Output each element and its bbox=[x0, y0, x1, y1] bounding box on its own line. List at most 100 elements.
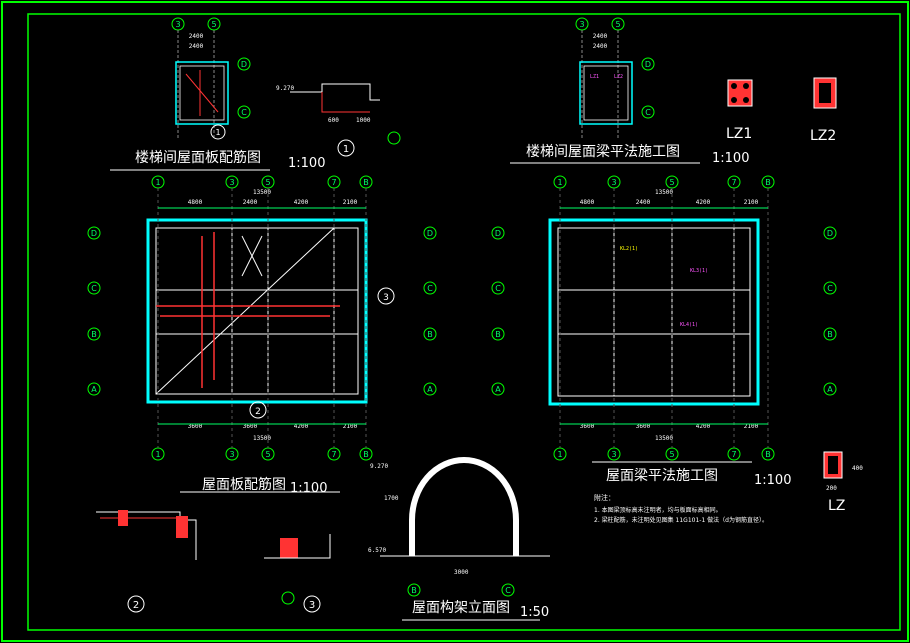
axis-label: C bbox=[241, 108, 247, 117]
axis-bubble bbox=[87, 327, 101, 341]
axis-label: B bbox=[363, 450, 369, 459]
detail-number: 3 bbox=[309, 600, 315, 611]
dim-text: 4200 bbox=[696, 423, 711, 430]
axis-label: D bbox=[91, 229, 97, 238]
axis-label: D bbox=[427, 229, 433, 238]
axis-label: C bbox=[827, 284, 833, 293]
title-stair-slab: 楼梯间屋面板配筋图 bbox=[135, 149, 261, 166]
svg-text:KL2(1): KL2(1) bbox=[620, 246, 638, 252]
axis-label: 1 bbox=[557, 450, 562, 459]
scale-stair-slab: 1:100 bbox=[288, 156, 325, 171]
level-text: 9.270 bbox=[370, 463, 388, 470]
title-stair-beam: 楼梯间屋面梁平法施工图 bbox=[526, 144, 680, 160]
axis-bubble bbox=[823, 327, 837, 341]
dim-text: 13500 bbox=[655, 189, 673, 196]
roof-beam-plan: KL2(1) KL3(1) KL4(1) 屋面梁平法施工图 1:100 bbox=[548, 218, 791, 488]
axis-bubble bbox=[491, 382, 505, 396]
axis-label: B bbox=[495, 330, 501, 339]
axis-label: 5 bbox=[211, 20, 216, 29]
axis-label: 7 bbox=[731, 178, 736, 187]
stair-slab-plan: 3 5 2400 2400 D C 1 楼梯间屋面板配筋图 1:100 bbox=[110, 17, 325, 171]
dim-text: 4800 bbox=[188, 199, 203, 206]
dim-text: 3600 bbox=[636, 423, 651, 430]
dim-text: 2400 bbox=[593, 43, 608, 50]
dim-text: 2400 bbox=[593, 33, 608, 40]
dim-text: 4200 bbox=[294, 423, 309, 430]
axis-bubble bbox=[423, 281, 437, 295]
title-frame-elev: 屋面构架立面图 bbox=[412, 600, 510, 616]
axis-label: 7 bbox=[331, 178, 336, 187]
column-lz1: LZ1 bbox=[726, 79, 753, 142]
axis-label: B bbox=[91, 330, 97, 339]
stair-beam-plan: 3 5 2400 2400 LZ1 LZ2 D C 楼梯间屋面梁平法施工图 1:… bbox=[510, 17, 749, 166]
axis-label: D bbox=[645, 60, 651, 69]
lz-label: LZ bbox=[828, 498, 845, 514]
axis-label: 5 bbox=[669, 450, 674, 459]
dim-text: 2400 bbox=[243, 199, 258, 206]
notes-line2: 2. 梁柱配筋，未注明处见图集 11G101-1 做法（d为钢筋直径）。 bbox=[594, 516, 768, 524]
lz1-label: LZ1 bbox=[726, 126, 752, 142]
axis-label: B bbox=[765, 178, 771, 187]
axis-label: B bbox=[765, 450, 771, 459]
axis-bubble bbox=[423, 327, 437, 341]
axis-label: 7 bbox=[331, 450, 336, 459]
dim-text: 3000 bbox=[454, 569, 469, 576]
axis-label: 5 bbox=[615, 20, 620, 29]
dim-text: 3600 bbox=[188, 423, 203, 430]
detail-number: 2 bbox=[133, 600, 139, 611]
axis-label: D bbox=[495, 229, 501, 238]
dim-text: 13500 bbox=[655, 435, 673, 442]
section-detail-3: 3 bbox=[264, 534, 331, 613]
svg-text:LZ1: LZ1 bbox=[590, 74, 599, 80]
title-roof-slab: 屋面板配筋图 bbox=[202, 476, 286, 493]
roof-slab-plan: 3 2 屋面板配筋图 1:100 bbox=[146, 218, 395, 496]
axis-label: 3 bbox=[611, 450, 616, 459]
axis-bubble bbox=[823, 281, 837, 295]
dim-text: 1700 bbox=[384, 495, 399, 502]
axis-label: 1 bbox=[557, 178, 562, 187]
svg-text:C: C bbox=[505, 586, 511, 595]
dim-text: 2400 bbox=[189, 43, 204, 50]
axis-label: 5 bbox=[669, 178, 674, 187]
svg-text:KL4(1): KL4(1) bbox=[680, 322, 698, 328]
dim-text: 13500 bbox=[253, 189, 271, 196]
detail-number: 1 bbox=[215, 128, 220, 137]
axis-label: 3 bbox=[611, 178, 616, 187]
axis-label: D bbox=[241, 60, 247, 69]
axis-bubble bbox=[423, 226, 437, 240]
dim-text: 2100 bbox=[744, 199, 759, 206]
axis-label: B bbox=[827, 330, 833, 339]
axis-bubble bbox=[491, 281, 505, 295]
axis-label: D bbox=[827, 229, 833, 238]
dim-text: 2400 bbox=[189, 33, 204, 40]
inner-border bbox=[27, 13, 901, 631]
svg-text:B: B bbox=[411, 586, 417, 595]
dim-text: 2400 bbox=[636, 199, 651, 206]
axis-bubble bbox=[87, 281, 101, 295]
axis-bubble bbox=[423, 382, 437, 396]
axis-label: A bbox=[827, 385, 833, 394]
level-text: 9.270 bbox=[276, 85, 294, 92]
notes-block: 附注： 1. 本图梁顶标高未注明者，均与板面标高相同。 2. 梁柱配筋，未注明处… bbox=[594, 493, 768, 524]
axis-bubble bbox=[823, 226, 837, 240]
detail-number: 2 bbox=[255, 407, 261, 417]
axis-label: C bbox=[645, 108, 651, 117]
axis-bubble bbox=[87, 226, 101, 240]
dim-text: 3600 bbox=[580, 423, 595, 430]
svg-text:600: 600 bbox=[328, 117, 339, 124]
scale-roof-beam: 1:100 bbox=[754, 473, 791, 488]
dim-text: 4200 bbox=[294, 199, 309, 206]
dim-text: 2100 bbox=[343, 423, 358, 430]
column-lz: LZ 400 200 bbox=[823, 451, 863, 514]
dim-text: 400 bbox=[852, 465, 863, 472]
axis-bubble bbox=[491, 327, 505, 341]
notes-heading: 附注： bbox=[594, 493, 615, 502]
column-lz2: LZ2 bbox=[810, 77, 837, 144]
detail-number: 3 bbox=[383, 293, 389, 303]
svg-text:1000: 1000 bbox=[356, 117, 371, 124]
lz2-label: LZ2 bbox=[810, 128, 836, 144]
